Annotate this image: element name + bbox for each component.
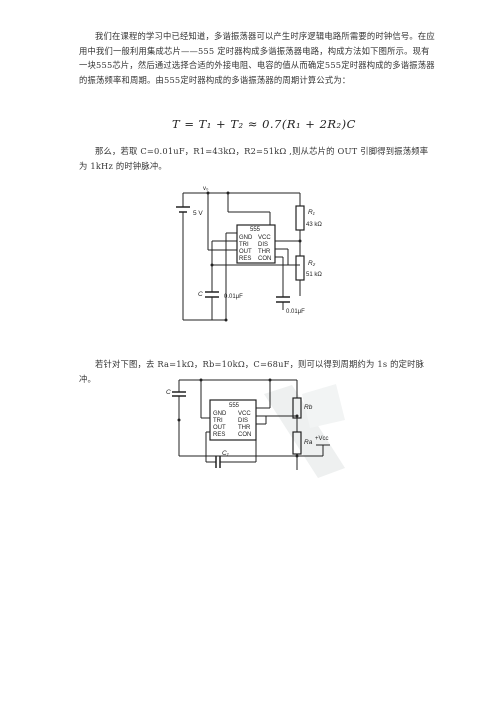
pin-thr: THR — [258, 249, 271, 255]
supply-label: v₀ — [203, 186, 209, 192]
pin-gnd: GND — [239, 235, 253, 241]
chip-title: 555 — [250, 227, 261, 233]
r1-value: 43 kΩ — [306, 222, 322, 228]
pin-thr-2: THR — [238, 425, 251, 431]
rb-label: Rb — [304, 404, 313, 411]
pin-gnd-2: GND — [213, 411, 227, 417]
r2-value: 51 kΩ — [306, 272, 322, 278]
pin-res: RES — [239, 256, 251, 262]
c-value: 0.01μF — [224, 294, 243, 300]
pin-tri-2: TRI — [213, 418, 223, 424]
pin-out: OUT — [239, 249, 252, 255]
pin-con: CON — [258, 256, 271, 262]
second-example-paragraph: 若针对下图，去 Ra=1kΩ，Rb=10kΩ，C=68uF，则可以得到周期约为 … — [79, 359, 425, 384]
pin-vcc: VCC — [258, 235, 271, 241]
intro-paragraph: 我们在课程的学习中已经知道，多谐振荡器可以产生时序逻辑电路所需要的时钟信号。在应… — [79, 31, 435, 85]
chip-title-2: 555 — [229, 403, 240, 409]
r2-label: R₂ — [308, 260, 316, 267]
pin-res-2: RES — [213, 432, 225, 438]
c-label: C — [198, 291, 203, 298]
c1-label: C₁ — [222, 450, 229, 457]
battery-label: 5 V — [193, 210, 203, 217]
pin-con-2: CON — [238, 432, 251, 438]
pin-dis-2: DIS — [238, 418, 248, 424]
c2-value: 0.01μF — [286, 309, 305, 315]
pin-dis: DIS — [258, 242, 268, 248]
pin-tri: TRI — [239, 242, 249, 248]
vcc-label: +Vcc — [315, 436, 329, 442]
example-paragraph: 那么，若取 C=0.01uF，R1=43kΩ，R2=51kΩ ,则从芯片的 OU… — [79, 146, 429, 171]
r1-label: R₁ — [308, 209, 315, 216]
c-label-2: C — [166, 389, 171, 396]
period-formula: T = T₁ + T₂ ≈ 0.7(R₁ + 2R₂)C — [172, 117, 356, 131]
ra-label: Ra — [304, 439, 313, 446]
pin-vcc-2: VCC — [238, 411, 251, 417]
pin-out-2: OUT — [213, 425, 226, 431]
